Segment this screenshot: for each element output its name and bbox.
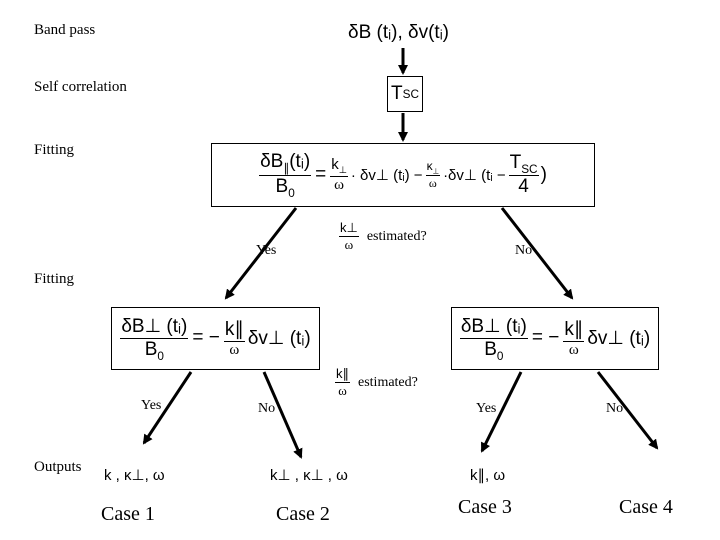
equation-parallel-fit: δB∥(tᵢ) B0 = k⊥ ω · δv⊥ (tᵢ) − κ⊥ ω ·δv⊥… — [211, 143, 595, 207]
eq1-term2-rest: ·δv⊥ (tᵢ − — [443, 167, 506, 184]
eq1-term2: κ⊥ ω — [425, 158, 441, 191]
output-case2: k⊥ , κ⊥ , ω — [270, 467, 348, 484]
case-label-1: Case 1 — [101, 503, 155, 525]
input-signals: δB (tᵢ), δv(tᵢ) — [348, 22, 450, 43]
question-kpar-estimated: k∥ ω estimated? — [335, 366, 418, 398]
arrow-right-no-case4 — [596, 371, 659, 450]
output-case3: k∥, ω — [470, 467, 506, 484]
branch-no-2: No — [258, 401, 276, 416]
branch-yes-2: Yes — [141, 398, 162, 413]
eq1-lhs: δB∥(tᵢ) B0 — [259, 150, 312, 200]
stage-label-outputs: Outputs — [34, 459, 82, 475]
eq1-term1-rest: · δv⊥ (tᵢ) − — [350, 167, 423, 184]
tsc-sub: SC — [402, 87, 419, 101]
stage-label-fitting-1: Fitting — [34, 142, 75, 158]
case-label-3: Case 3 — [458, 496, 512, 518]
arrow-left-no-case2 — [262, 371, 303, 459]
arrow-eq1-no-to-right — [500, 207, 574, 300]
stage-label-fitting-2: Fitting — [34, 271, 75, 287]
eq1-term1: k⊥ ω — [330, 156, 348, 193]
eq1-term3: TSC 4 — [508, 151, 539, 198]
equation-perp-fit-left: δB⊥ (tᵢ) B0 = − k∥ ω δv⊥ (tᵢ) — [111, 307, 320, 370]
eq1-equals: = — [315, 164, 327, 185]
branch-no-3: No — [606, 401, 624, 416]
branch-yes-3: Yes — [476, 401, 497, 416]
arrow-eq1-yes-to-left — [224, 207, 298, 300]
eq1-close-paren: ) — [540, 164, 547, 185]
question-kperp-estimated: k⊥ ω estimated? — [339, 220, 427, 252]
stage-label-band-pass: Band pass — [34, 22, 96, 38]
arrow-right-yes-case3 — [480, 371, 523, 453]
case-label-2: Case 2 — [276, 503, 330, 525]
arrow-left-yes-case1 — [142, 371, 193, 445]
branch-no-1: No — [515, 243, 533, 258]
stage-label-self-correlation: Self correlation — [34, 79, 127, 95]
output-case1: k , κ⊥, ω — [104, 467, 165, 484]
branch-yes-1: Yes — [256, 243, 277, 258]
case-label-4: Case 4 — [619, 496, 673, 518]
tsc-base: T — [391, 83, 403, 104]
equation-perp-fit-right: δB⊥ (tᵢ) B0 = − k∥ ω δv⊥ (tᵢ) — [451, 307, 659, 370]
